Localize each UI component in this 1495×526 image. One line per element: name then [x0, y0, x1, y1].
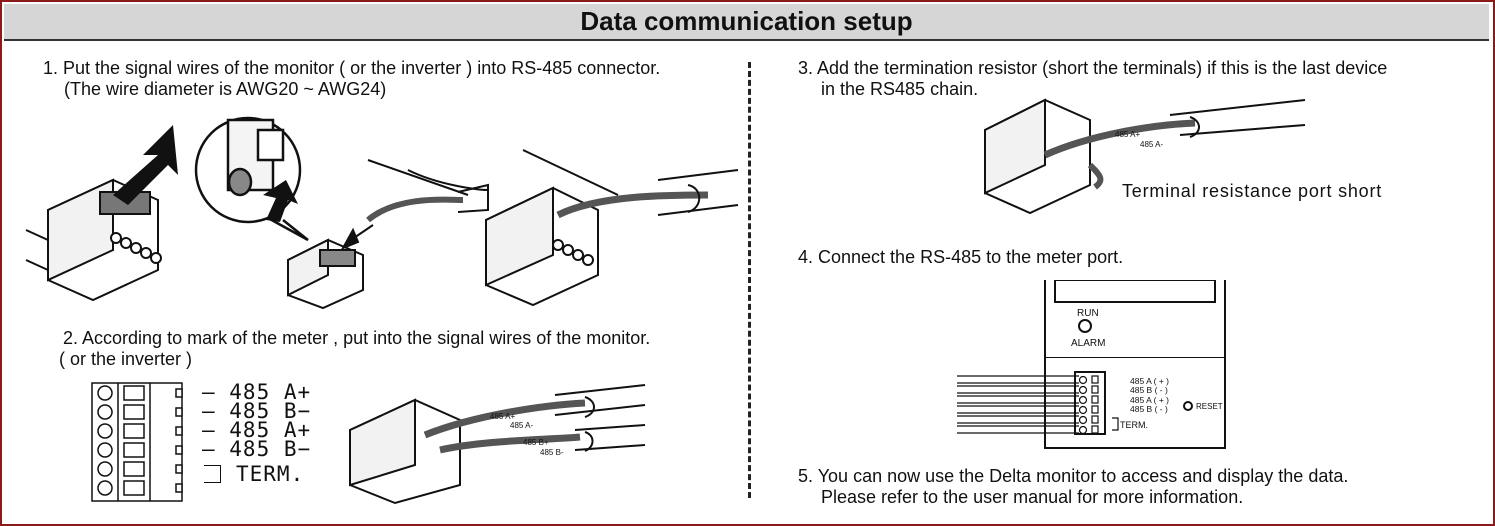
step-2-line2: ( or the inverter ) [59, 349, 193, 369]
pinout-label-3: — 485 A+ [202, 418, 312, 442]
term-bracket [204, 465, 221, 483]
step-1-line1: 1. Put the signal wires of the monitor (… [43, 58, 661, 78]
wire-label-b-minus: 485 B- [540, 448, 564, 457]
step-3-text: 3. Add the termination resistor (short t… [798, 58, 1387, 100]
pinout-label-1: — 485 A+ [202, 380, 312, 404]
step-2-connector: 485 A+ 485 A- 485 B+ 485 B- [349, 384, 646, 505]
column-divider [748, 62, 751, 498]
step-1-line2: (The wire diameter is AWG20 ~ AWG24) [64, 79, 387, 99]
meter-pin-1: 485 A ( + ) [1130, 376, 1169, 386]
step-1-illustration [25, 116, 739, 310]
arrow-1 [113, 125, 178, 205]
pinout-labels: — 485 A+ — 485 B− — 485 A+ — 485 B− TERM… [202, 380, 312, 486]
step3-wire-a-minus: 485 A- [1140, 140, 1163, 149]
page-title: Data communication setup [4, 4, 1489, 41]
step-4-line1: 4. Connect the RS-485 to the meter port. [798, 247, 1124, 267]
step-2-text: 2. According to mark of the meter , put … [59, 328, 651, 370]
step-3-line1: 3. Add the termination resistor (short t… [798, 58, 1388, 78]
meter-diagram: RUN ALARM 485 A ( + ) 485 B ( - ) 485 A … [957, 280, 1226, 449]
wire-1 [366, 159, 489, 223]
step-5-line2: Please refer to the user manual for more… [821, 487, 1244, 507]
step-5-line1: 5. You can now use the Delta monitor to … [798, 466, 1349, 486]
pinout-label-term: TERM. [202, 462, 311, 486]
meter-pin-4: 485 B ( - ) [1130, 404, 1168, 414]
meter-pin-3: 485 A ( + ) [1130, 395, 1169, 405]
termination-caption: Terminal resistance port short [1122, 181, 1383, 201]
magnifier-detail [194, 116, 309, 242]
pinout-label-2: — 485 B− [202, 399, 312, 423]
meter-term-label: TERM. [1120, 420, 1148, 430]
wire-label-a-plus: 485 A+ [490, 412, 515, 421]
step-4-text: 4. Connect the RS-485 to the meter port. [798, 247, 1123, 268]
meter-pin-2: 485 B ( - ) [1130, 385, 1168, 395]
pinout-diagram [91, 382, 183, 502]
step-3-line2: in the RS485 chain. [821, 79, 979, 99]
connector-block-3 [485, 149, 739, 307]
connector-block-1 [25, 178, 162, 302]
meter-run-label: RUN [1077, 308, 1099, 319]
connector-block-2 [287, 224, 374, 310]
pinout-label-4: — 485 B− [202, 437, 312, 461]
meter-alarm-label: ALARM [1071, 338, 1105, 349]
step-2-line1: 2. According to mark of the meter , put … [63, 328, 651, 348]
wire-label-b-plus: 485 B+ [523, 438, 549, 447]
step-5-text: 5. You can now use the Delta monitor to … [798, 466, 1348, 508]
meter-reset-label: RESET [1196, 402, 1223, 411]
step-3-connector: 485 A+ 485 A- [984, 98, 1306, 215]
pinout-label-term-text: TERM. [236, 462, 305, 486]
step3-wire-a-plus: 485 A+ [1115, 130, 1140, 139]
step-1-text: 1. Put the signal wires of the monitor (… [43, 58, 660, 100]
wire-label-a-minus: 485 A- [510, 421, 533, 430]
